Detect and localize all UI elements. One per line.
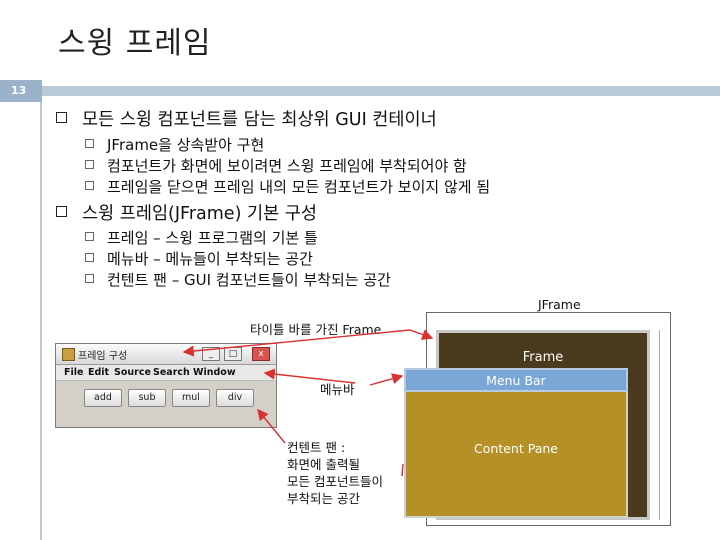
maximize-icon[interactable]: □ xyxy=(224,347,242,361)
window-content-pane: add sub mul div xyxy=(56,381,276,427)
minimize-icon[interactable]: _ xyxy=(202,347,220,361)
menubar-caption: 메뉴바 xyxy=(320,382,355,397)
add-button[interactable]: add xyxy=(84,389,122,407)
frame-layer-label: Frame xyxy=(522,350,564,365)
sub-bullet-text: 메뉴바 – 메뉴들이 부착되는 공간 xyxy=(107,250,313,268)
content-pane-caption-4: 부착되는 공간 xyxy=(287,491,360,506)
menu-file[interactable]: File xyxy=(64,367,84,378)
sub-bullet-text: 프레임 – 스윙 프로그램의 기본 틀 xyxy=(107,229,318,247)
sub-button[interactable]: sub xyxy=(128,389,166,407)
sub-bullet-text: 컨텐트 팬 – GUI 컴포넌트들이 부착되는 공간 xyxy=(107,271,391,289)
arrow-content-to-diagram xyxy=(401,463,404,477)
square-bullet-icon xyxy=(56,112,67,123)
menu-search[interactable]: Search xyxy=(153,367,190,378)
menu-source[interactable]: Source xyxy=(114,367,151,378)
sub-bullet-text: JFrame을 상속받아 구현 xyxy=(107,136,265,154)
content-pane-caption-3: 모든 컴포넌트들이 xyxy=(287,474,383,489)
sub-bullet-text: 프레임을 닫으면 프레임 내의 모든 컴포넌트가 보이지 않게 됨 xyxy=(107,178,491,196)
div-button[interactable]: div xyxy=(216,389,254,407)
square-bullet-icon xyxy=(85,253,94,262)
menu-bar-layer-label: Menu Bar xyxy=(486,373,546,388)
frame-layer-edge xyxy=(652,330,660,520)
swing-window-screenshot: 프레임 구성 _ □ x File Edit Source Search Win… xyxy=(55,343,277,428)
window-menu-bar: File Edit Source Search Window xyxy=(56,365,276,381)
square-bullet-icon xyxy=(85,232,94,241)
window-title-bar: 프레임 구성 _ □ x xyxy=(56,344,276,365)
menu-edit[interactable]: Edit xyxy=(88,367,110,378)
side-rule xyxy=(40,102,42,540)
title-bar-frame-caption: 타이틀 바를 가진 Frame xyxy=(250,322,382,337)
slide-number: 13 xyxy=(11,84,27,97)
square-bullet-icon xyxy=(85,181,94,190)
content-pane-caption-1: 컨텐트 팬 : xyxy=(287,440,346,455)
slide-title: 스윙 프레임 xyxy=(58,26,212,61)
menu-window[interactable]: Window xyxy=(193,367,236,378)
arrow-menubar-to-diagram xyxy=(369,373,404,386)
bullet-1-text: 모든 스윙 컴포넌트를 담는 최상위 GUI 컨테이너 xyxy=(82,110,437,130)
bullet-2-text: 스윙 프레임(JFrame) 기본 구성 xyxy=(82,204,317,224)
content-pane-layer-label: Content Pane xyxy=(474,441,558,456)
menu-bar-layer xyxy=(404,368,628,392)
content-pane-layer xyxy=(404,392,628,518)
sub-bullet-text: 컴포넌트가 화면에 보이려면 스윙 프레임에 부착되어야 함 xyxy=(107,157,467,175)
java-app-icon xyxy=(62,348,75,361)
header-rule xyxy=(42,86,720,96)
jframe-caption: JFrame xyxy=(538,297,581,312)
close-icon[interactable]: x xyxy=(252,347,270,361)
square-bullet-icon xyxy=(85,274,94,283)
content-pane-caption-2: 화면에 출력될 xyxy=(287,457,360,472)
slide-number-badge: 13 xyxy=(0,80,42,102)
square-bullet-icon xyxy=(56,206,67,217)
square-bullet-icon xyxy=(85,160,94,169)
mul-button[interactable]: mul xyxy=(172,389,210,407)
square-bullet-icon xyxy=(85,139,94,148)
window-title: 프레임 구성 xyxy=(78,351,128,362)
